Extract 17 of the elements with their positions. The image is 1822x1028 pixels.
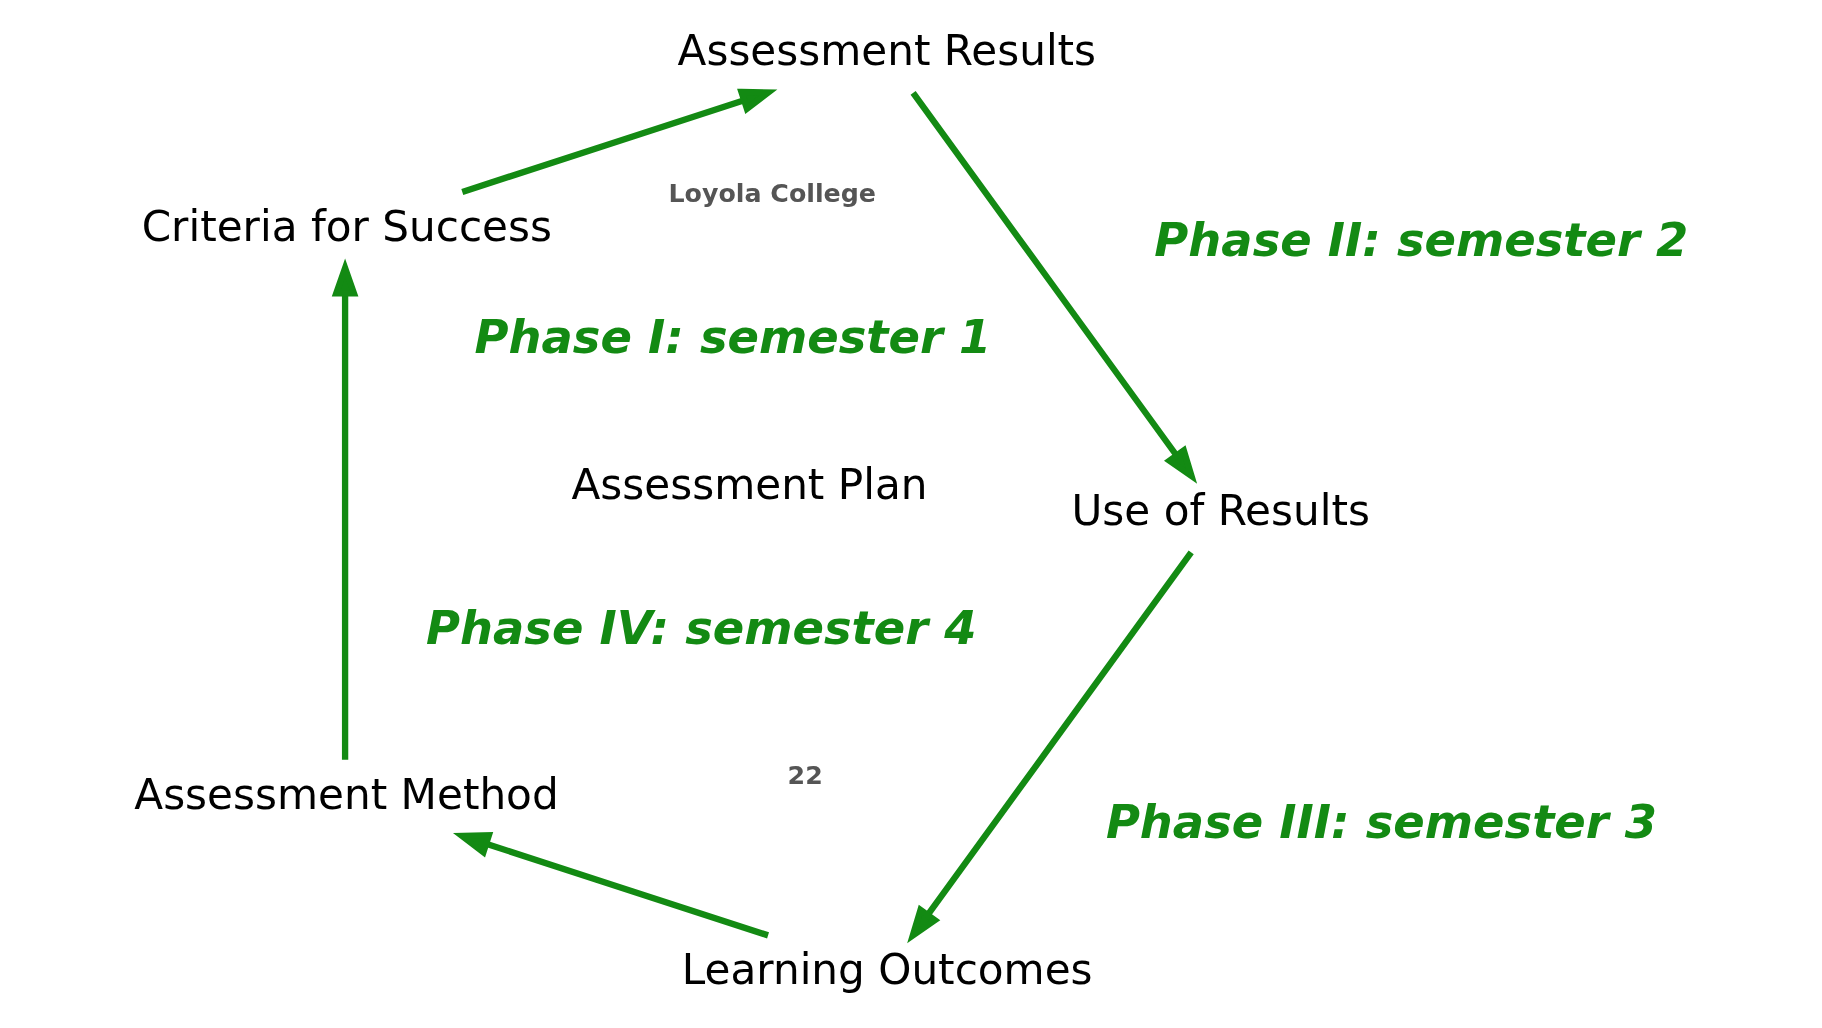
label: Phase IV: semester 4 xyxy=(426,600,977,655)
node-text: Criteria for Success xyxy=(141,201,552,251)
arrow xyxy=(910,91,1198,484)
label: 22 xyxy=(787,761,823,791)
arrow xyxy=(461,88,778,195)
node-text: Assessment Plan xyxy=(571,460,928,510)
node-text: Assessment Results xyxy=(677,26,1097,76)
node-text: Use of Results xyxy=(1071,485,1370,535)
arrow xyxy=(452,832,770,939)
label: Loyola College xyxy=(668,179,876,209)
arrow xyxy=(907,550,1194,944)
label: Phase I: semester 1 xyxy=(474,309,992,364)
node-text: Assessment Method xyxy=(134,769,559,819)
label: Phase II: semester 2 xyxy=(1154,212,1689,267)
node-text: Learning Outcomes xyxy=(681,945,1093,995)
label: Phase III: semester 3 xyxy=(1105,794,1657,849)
arrow xyxy=(331,258,359,760)
